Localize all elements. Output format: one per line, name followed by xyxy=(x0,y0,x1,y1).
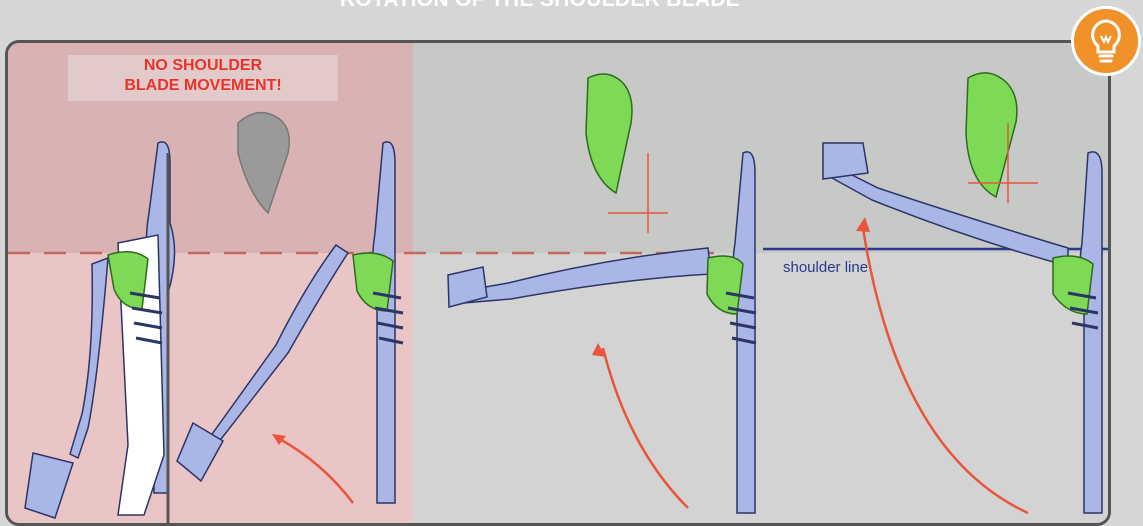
no-movement-warning: NO SHOULDER BLADE MOVEMENT! xyxy=(68,56,338,96)
warning-text: NO SHOULDER BLADE MOVEMENT! xyxy=(124,57,281,94)
lightbulb-icon xyxy=(1071,6,1141,76)
figure-title: ROTATION OF THE SHOULDER BLADE xyxy=(0,0,1080,12)
diagram-frame: NO SHOULDER BLADE MOVEMENT! shoulder lin… xyxy=(5,40,1111,526)
diagram-canvas xyxy=(8,43,1108,523)
panel-no-movement-bottom-bg xyxy=(8,253,413,523)
shoulder-line-label: shoulder line xyxy=(783,259,868,276)
